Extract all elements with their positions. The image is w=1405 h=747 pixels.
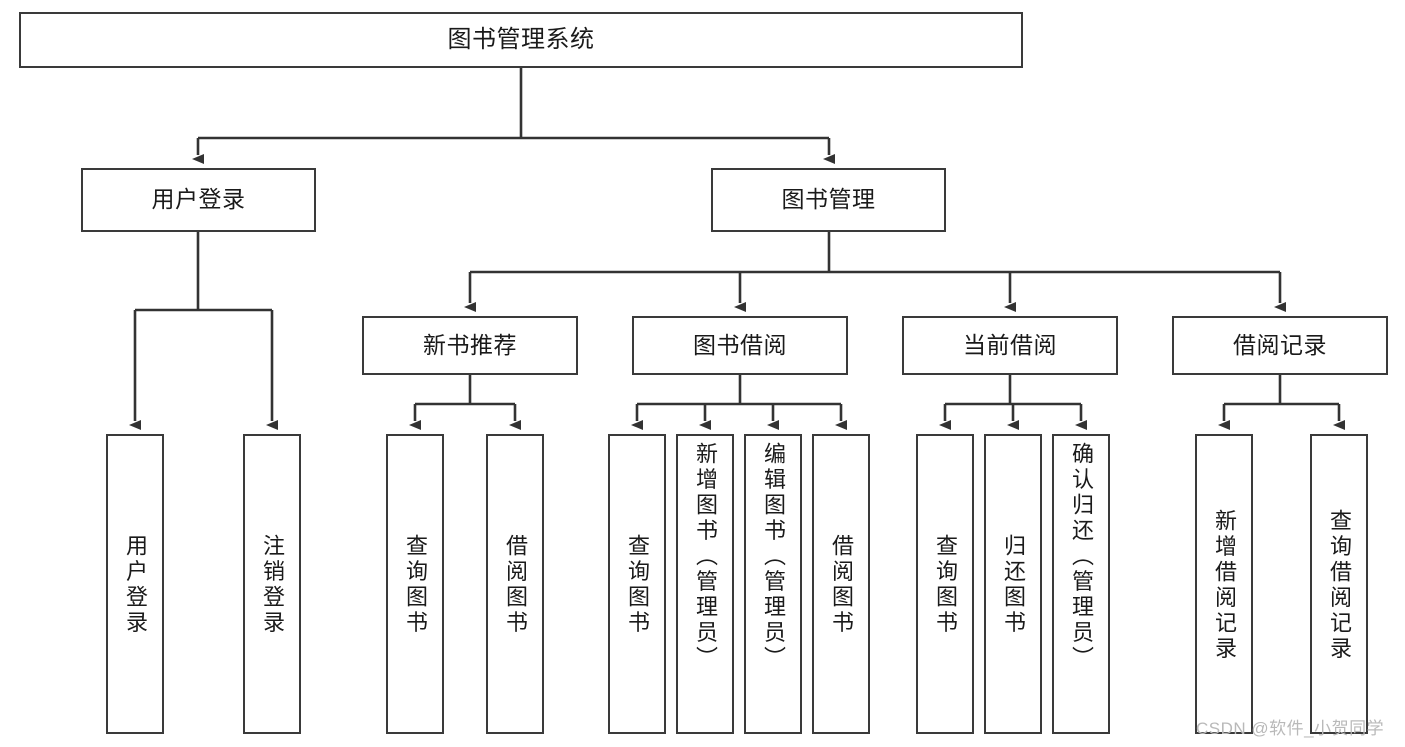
node-leaf-user-login: 用户登录 — [106, 434, 164, 734]
node-label: 借阅图书 — [503, 534, 528, 636]
node-book-borrow: 图书借阅 — [632, 316, 848, 375]
node-root: 图书管理系统 — [19, 12, 1023, 68]
node-label: 查询借阅记录 — [1327, 508, 1352, 662]
node-book-manage: 图书管理 — [711, 168, 946, 232]
node-label: 查询图书 — [933, 534, 958, 636]
node-label: 新增图书（管理员） — [693, 442, 718, 672]
node-leaf-return-book: 归还图书 — [984, 434, 1042, 734]
node-label: 确认归还（管理员） — [1069, 442, 1094, 672]
node-borrow-record: 借阅记录 — [1172, 316, 1388, 375]
node-label: 用户登录 — [123, 534, 148, 636]
node-label: 图书管理 — [781, 186, 876, 213]
node-leaf-add-book: 新增图书（管理员） — [676, 434, 734, 734]
node-leaf-logout: 注销登录 — [243, 434, 301, 734]
node-label: 借阅图书 — [829, 534, 854, 636]
node-label: 用户登录 — [151, 186, 246, 213]
node-label: 编辑图书（管理员） — [761, 442, 786, 672]
node-leaf-query-book-cur: 查询图书 — [916, 434, 974, 734]
node-leaf-query-book: 查询图书 — [608, 434, 666, 734]
node-label: 当前借阅 — [963, 331, 1057, 358]
node-leaf-query-record: 查询借阅记录 — [1310, 434, 1368, 734]
node-label: 注销登录 — [260, 534, 285, 636]
node-leaf-add-record: 新增借阅记录 — [1195, 434, 1253, 734]
node-leaf-edit-book: 编辑图书（管理员） — [744, 434, 802, 734]
node-user-login: 用户登录 — [81, 168, 316, 232]
node-label: 查询图书 — [625, 534, 650, 636]
node-label: 查询图书 — [403, 534, 428, 636]
node-current-borrow: 当前借阅 — [902, 316, 1118, 375]
node-leaf-query-book-rec: 查询图书 — [386, 434, 444, 734]
node-label: 图书借阅 — [693, 331, 787, 358]
node-label: 借阅记录 — [1233, 331, 1327, 358]
node-leaf-borrow-book-rec: 借阅图书 — [486, 434, 544, 734]
node-new-book-rec: 新书推荐 — [362, 316, 578, 375]
node-label: 新增借阅记录 — [1212, 508, 1237, 662]
node-leaf-borrow-book: 借阅图书 — [812, 434, 870, 734]
node-label: 归还图书 — [1001, 534, 1026, 636]
csdn-watermark: CSDN @软件_小贺同学 — [1196, 719, 1385, 738]
node-label: 图书管理系统 — [447, 25, 595, 53]
node-label: 新书推荐 — [423, 331, 517, 358]
node-leaf-confirm-return: 确认归还（管理员） — [1052, 434, 1110, 734]
